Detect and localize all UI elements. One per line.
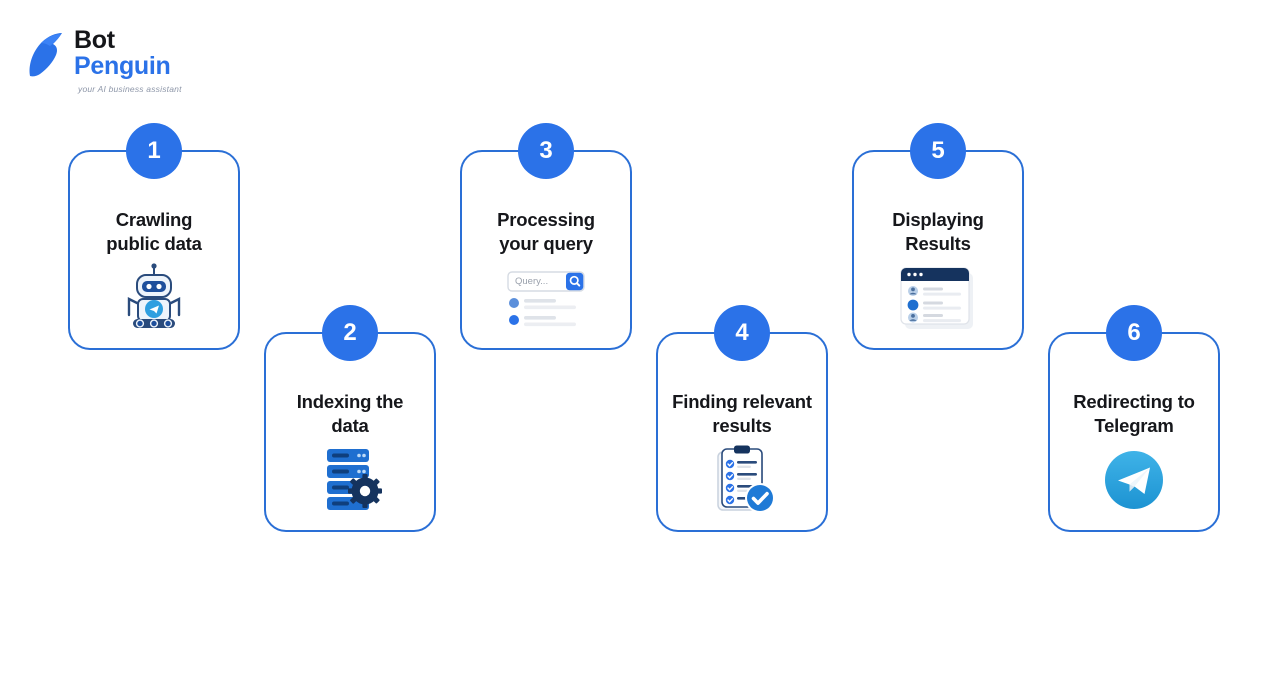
step-6-title: Redirecting to Telegram [1060, 390, 1208, 439]
step-2-icon-wrap [266, 444, 434, 520]
step-6-title-line1: Redirecting to [1073, 391, 1195, 412]
step-2-number-badge: 2 [322, 305, 378, 361]
search-input-placeholder[interactable]: Query... [515, 275, 549, 287]
search-query-icon: Query... [500, 269, 592, 331]
telegram-logo-icon [1105, 450, 1163, 514]
step-6-icon-wrap [1050, 444, 1218, 520]
step-4-number-badge: 4 [714, 305, 770, 361]
step-4-title-line1: Finding relevant [672, 391, 812, 412]
step-4-title-line2: results [712, 415, 772, 437]
step-3-title-line1: Processing [497, 209, 595, 230]
step-5-number-badge: 5 [910, 123, 966, 179]
step-1-title-line2: public data [106, 233, 202, 255]
step-3-number-badge: 3 [518, 123, 574, 179]
step-card-3[interactable]: Processing your query Query... [460, 150, 632, 350]
step-6-title-line2: Telegram [1094, 415, 1174, 437]
brand-wordmark: Bot Penguin [74, 26, 171, 80]
step-5-icon-wrap [854, 262, 1022, 338]
step-1-number-badge: 1 [126, 123, 182, 179]
step-3-title: Processing your query [472, 208, 620, 257]
step-1-title: Crawling public data [80, 208, 228, 257]
step-2-title-line1: Indexing the [296, 391, 404, 412]
step-3-title-line2: your query [499, 233, 593, 255]
step-card-4[interactable]: Finding relevant results [656, 332, 828, 532]
browser-results-icon [898, 265, 978, 336]
robot-telegram-icon [116, 262, 192, 338]
brand-name-line1: Bot [74, 26, 115, 54]
step-5-title-line2: Results [905, 233, 971, 255]
step-2-title: Indexing the data [276, 390, 424, 439]
step-1-title-line1: Crawling [115, 209, 193, 230]
step-card-2[interactable]: Indexing the data [264, 332, 436, 532]
step-5-title-line1: Displaying [892, 209, 984, 230]
step-1-icon-wrap [70, 262, 238, 338]
step-card-6[interactable]: Redirecting to Telegram [1048, 332, 1220, 532]
checklist-verified-icon [706, 444, 778, 521]
penguin-logo-icon [26, 32, 68, 80]
step-card-1[interactable]: Crawling public data [68, 150, 240, 350]
step-4-icon-wrap [658, 444, 826, 520]
step-3-icon-wrap: Query... [462, 262, 630, 338]
brand-tagline: your AI business assistant [78, 84, 182, 94]
step-4-title: Finding relevant results [668, 390, 816, 439]
step-6-number-badge: 6 [1106, 305, 1162, 361]
server-gear-icon [315, 447, 385, 518]
step-2-title-line2: data [331, 415, 369, 437]
brand-logo[interactable]: Bot Penguin your AI business assistant [26, 26, 226, 98]
brand-name-line2: Penguin [74, 51, 171, 80]
step-card-5[interactable]: Displaying Results [852, 150, 1024, 350]
step-5-title: Displaying Results [864, 208, 1012, 257]
